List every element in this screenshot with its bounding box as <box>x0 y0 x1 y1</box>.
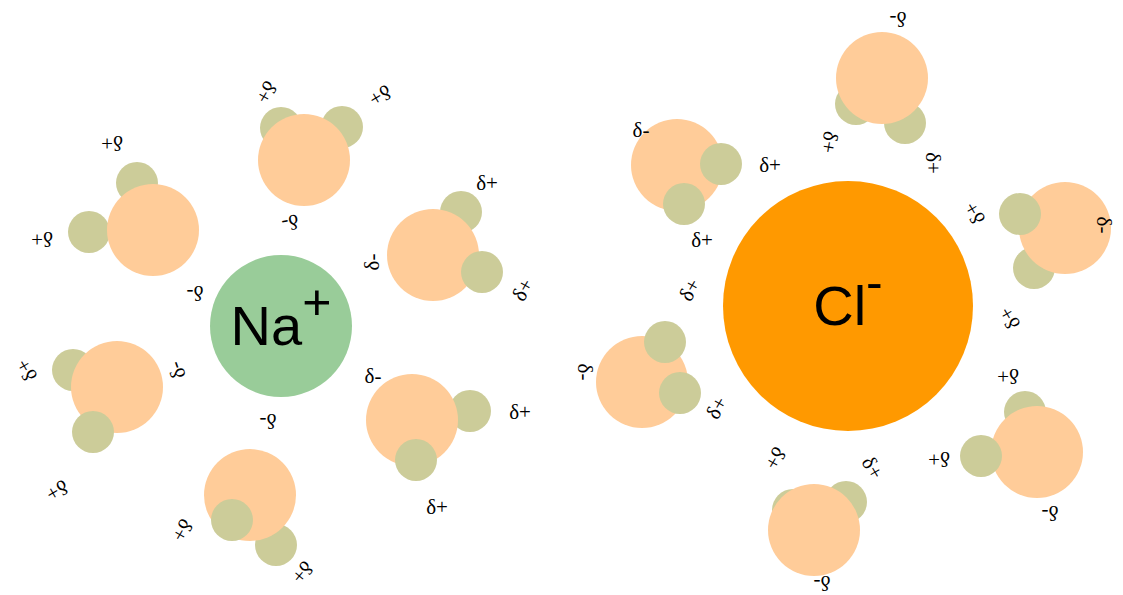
partial-charge: δ+ <box>759 155 781 176</box>
partial-charge: δ+ <box>817 129 841 154</box>
hydrogen-atom <box>700 143 742 185</box>
partial-charge: δ+ <box>691 230 713 251</box>
partial-charge: δ+ <box>426 497 448 518</box>
hydrogen-atom <box>211 499 253 541</box>
partial-charge: δ- <box>280 210 300 234</box>
hydrogen-atoms-back <box>52 83 1055 566</box>
partial-charge: δ- <box>574 364 595 381</box>
oxygen-atom <box>107 184 199 276</box>
hydrogen-atom <box>960 435 1002 477</box>
partial-charge: δ+ <box>31 228 53 249</box>
partial-charge: δ+ <box>287 557 317 587</box>
partial-charge: δ- <box>260 410 277 431</box>
partial-charge: δ+ <box>760 443 789 472</box>
oxygen-atom <box>991 406 1083 498</box>
hydrogen-atom <box>68 211 110 253</box>
oxygen-atom <box>768 484 860 576</box>
anion-circle: Cl- <box>723 181 973 431</box>
ion-charge: - <box>866 257 883 307</box>
partial-charge: δ+ <box>995 303 1024 332</box>
partial-charge: δ+ <box>928 448 950 469</box>
ion-symbol: Cl <box>813 278 866 334</box>
hydrogen-atom <box>72 411 114 453</box>
partial-charge: δ- <box>1093 217 1114 234</box>
partial-charge: δ+ <box>167 515 196 544</box>
hydrogen-atom <box>663 183 705 225</box>
partial-charge: δ+ <box>251 77 280 106</box>
oxygen-atom <box>836 32 928 124</box>
oxygen-atom <box>204 449 296 541</box>
ion-disc <box>210 255 352 397</box>
partial-charge: δ+ <box>960 198 989 227</box>
partial-charge: δ+ <box>476 173 498 194</box>
cation-circle: Na+ <box>210 255 352 397</box>
partial-charge: δ- <box>365 366 382 387</box>
oxygen-atom <box>387 209 479 301</box>
partial-charge: δ+ <box>508 275 537 304</box>
oxygen-atoms <box>71 32 1111 576</box>
ion-disc <box>723 181 973 431</box>
hydrogen-atoms-front <box>72 143 1041 541</box>
partial-charge: δ+ <box>675 275 704 304</box>
partial-charge: δ- <box>814 572 831 593</box>
hydrogen-atom <box>461 251 503 293</box>
partial-charge: δ+ <box>12 355 41 384</box>
partial-charge: δ- <box>1042 502 1059 523</box>
partial-charge: δ+ <box>509 402 531 423</box>
partial-charge: δ- <box>890 8 907 29</box>
partial-charge: δ+ <box>101 132 123 153</box>
partial-charge: δ- <box>164 358 190 381</box>
hydrogen-atom <box>644 321 686 363</box>
partial-charge: δ+ <box>702 393 731 422</box>
hydrogen-atom <box>999 193 1041 235</box>
ion-label: Cl- <box>723 181 973 431</box>
partial-charge: δ+ <box>997 365 1019 386</box>
partial-charge: δ- <box>187 282 204 303</box>
partial-charge: δ+ <box>922 152 943 174</box>
ion-charge: + <box>302 277 331 327</box>
hydrogen-atom <box>659 372 701 414</box>
partial-charge: δ+ <box>365 80 394 109</box>
partial-charge: δ- <box>633 120 650 141</box>
partial-charge: δ- <box>362 254 383 271</box>
ion-label: Na+ <box>210 255 352 397</box>
partial-charge: δ+ <box>857 453 886 482</box>
oxygen-atom <box>258 114 350 206</box>
partial-charge: δ+ <box>42 475 71 504</box>
ion-symbol: Na <box>231 298 303 354</box>
hydrogen-atom <box>395 439 437 481</box>
